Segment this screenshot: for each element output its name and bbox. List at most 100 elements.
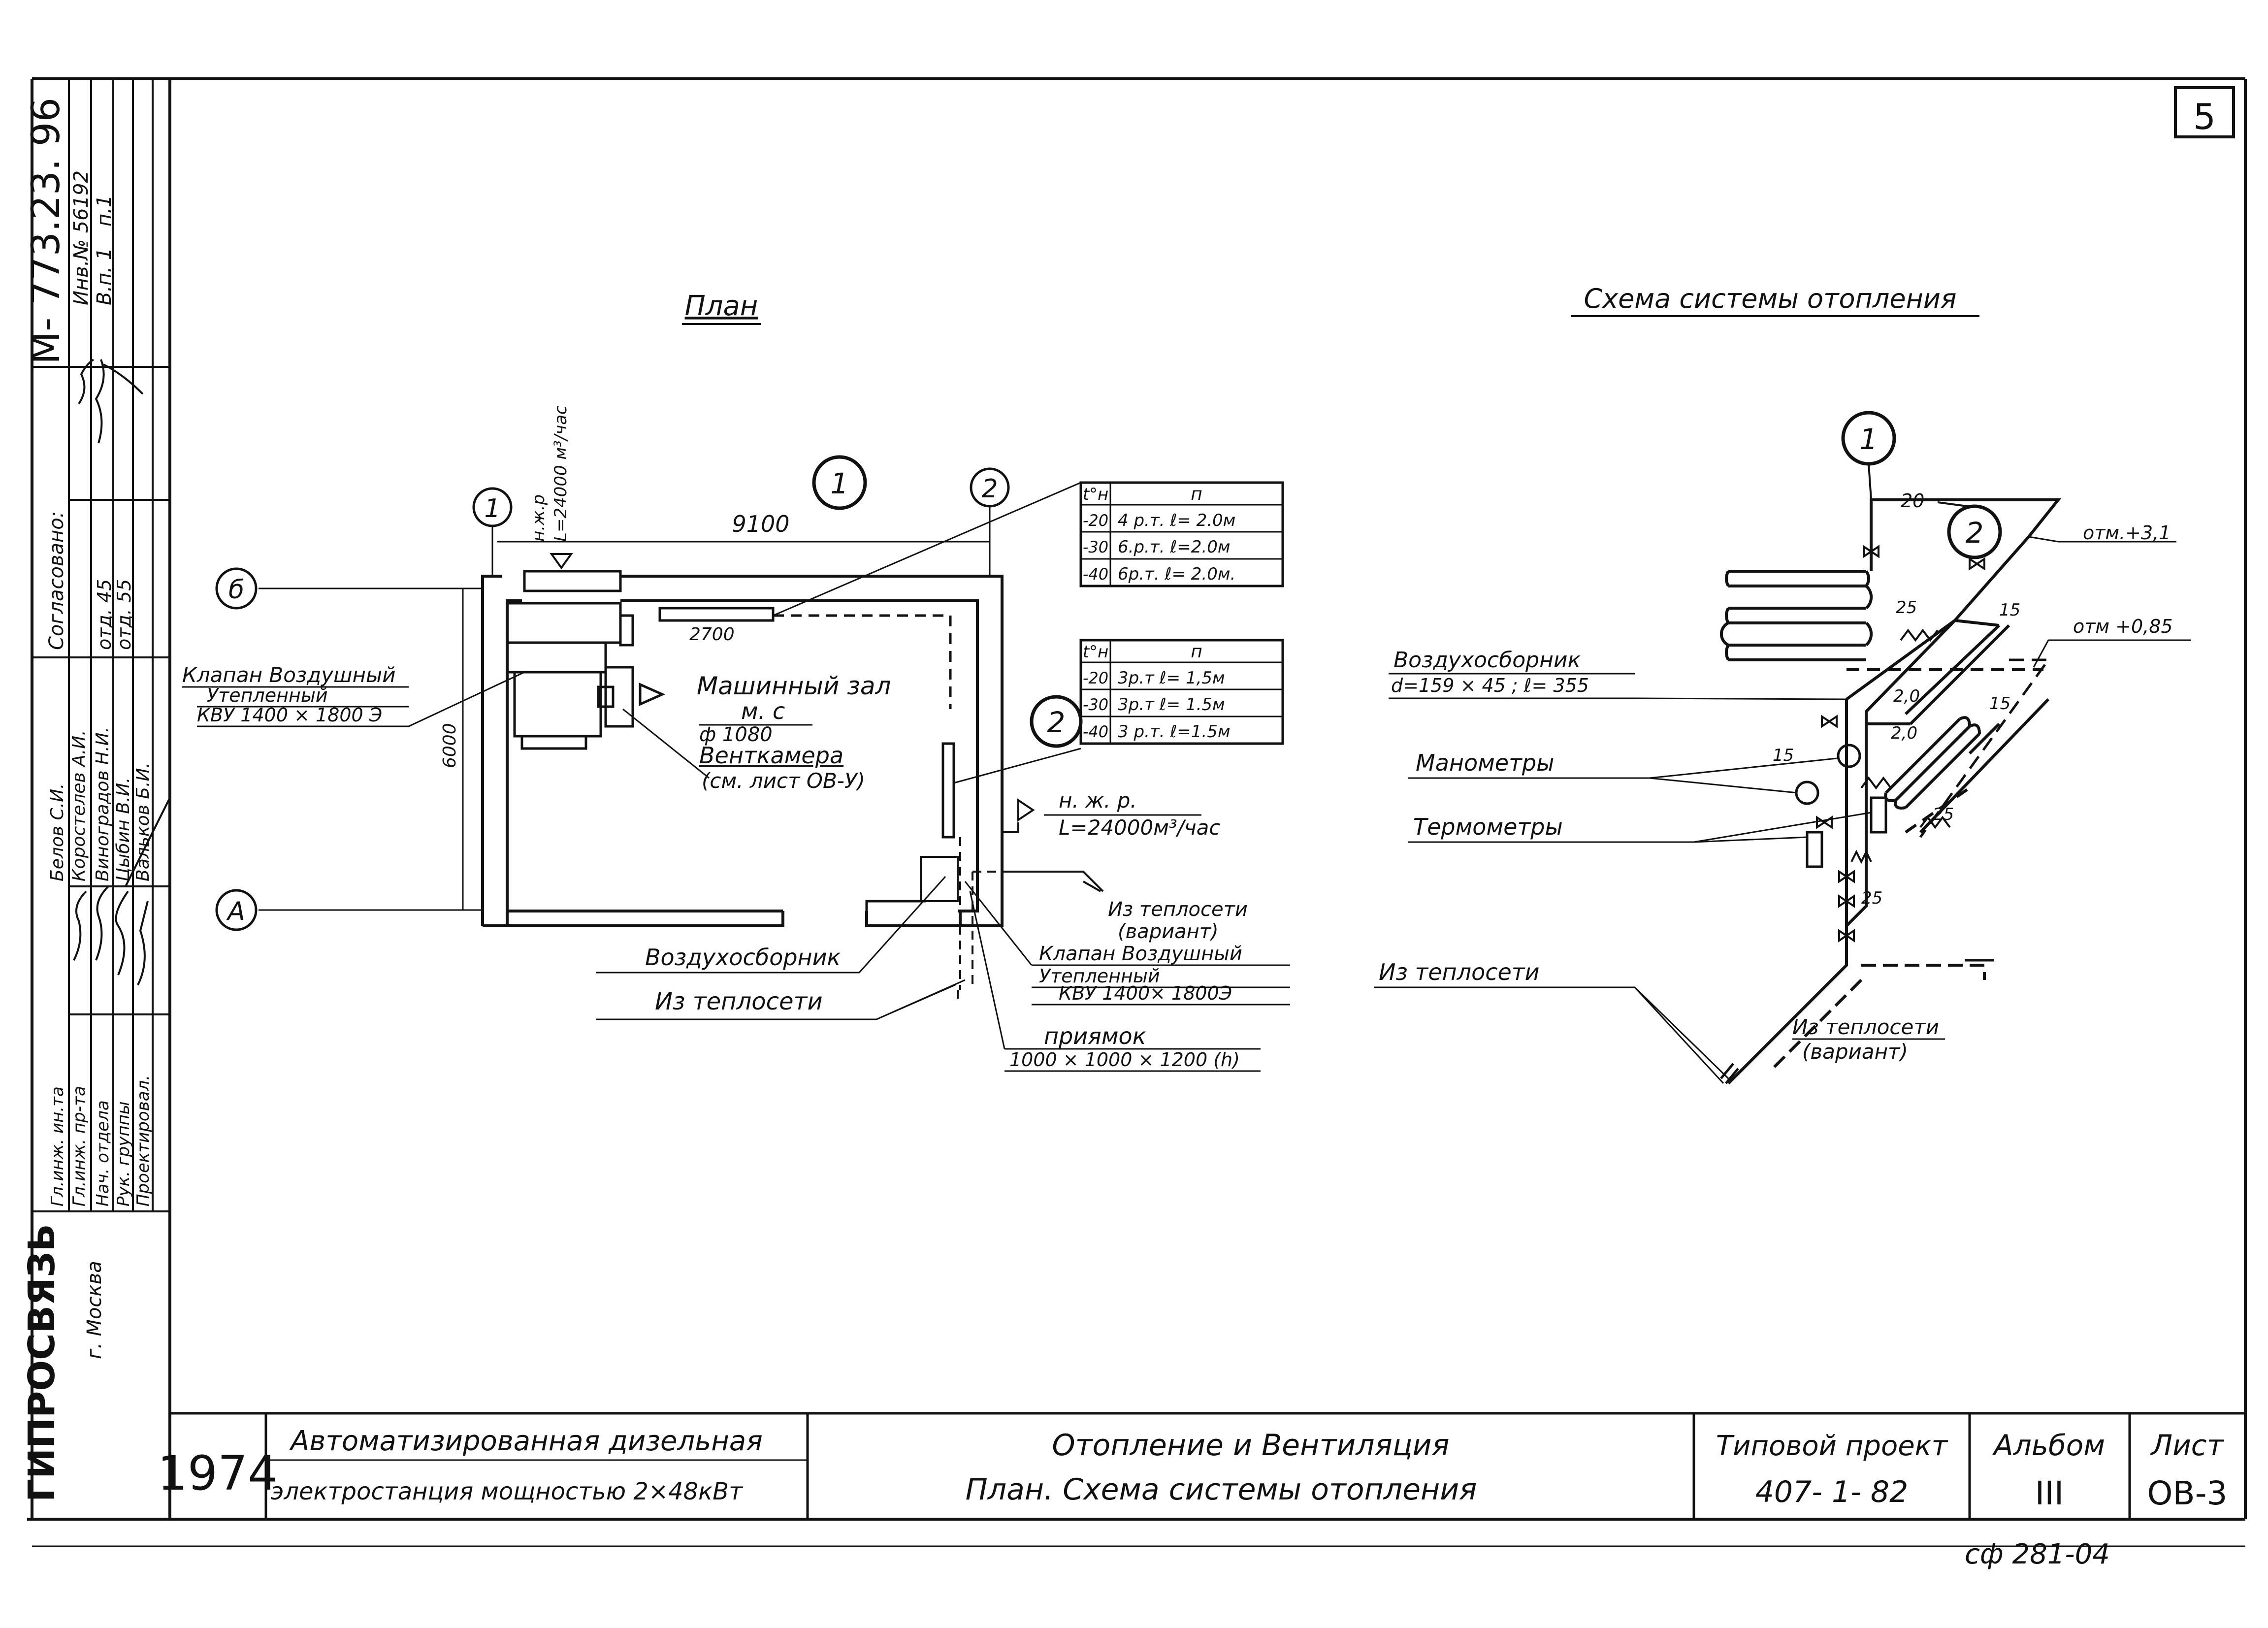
sheet-number-box: 5: [2174, 86, 2235, 138]
plan-air-collector: Воздухосборник: [645, 944, 841, 971]
dimension-height: 6000: [440, 723, 460, 768]
title-block: 1974 Автоматизированная дизельная электр…: [158, 1412, 2245, 1519]
size-15-b: 15: [1773, 746, 1794, 765]
plan-network-variant-1: Из теплосети: [1108, 898, 1248, 921]
table1-row3-temp: -40: [1083, 565, 1108, 584]
air-flow-top: L=24000 м³/час: [551, 405, 571, 542]
scheme-from-network: Из теплосети: [1379, 959, 1540, 985]
size-2-0-b: 2,0: [1891, 723, 1917, 743]
manometer-1: [1837, 744, 1861, 768]
plan-network-variant-2: (вариант): [1118, 920, 1219, 943]
pit-label: приямок: [1044, 1023, 1146, 1049]
heater-table-2: t°н п -20 3р.т ℓ= 1,5м -30 3р.т ℓ= 1.5м …: [953, 639, 1284, 784]
scheme-unit-number: 1: [1860, 423, 1878, 456]
vp-label: В.п. 1: [93, 248, 116, 305]
size-15-c: 15: [1989, 694, 2010, 714]
scheme-heater-number: 2: [1966, 516, 1984, 550]
pl-label: п.1: [93, 195, 116, 227]
scheme-title: Схема системы отопления: [1584, 283, 1956, 314]
role-chief-engineer-institute: Гл.инж. ин.та: [48, 1086, 67, 1206]
inventory-number: Инв.№ 56192: [70, 170, 93, 305]
air-flow-right: L=24000м³/час: [1059, 815, 1221, 840]
size-15-a: 15: [1999, 600, 2020, 620]
city-label: г. Москва: [83, 1261, 106, 1359]
plan-valve-left-line3: КВУ 1400 × 1800 Э: [197, 704, 382, 726]
size-25-b: 25: [1933, 805, 1954, 824]
pipe-size-20: 20: [1901, 490, 1924, 512]
organization-name: ГИПРОСВЯЗЬ: [21, 1224, 63, 1502]
plan-heater-1: [658, 607, 775, 622]
project-number: 407- 1- 82: [1755, 1475, 1909, 1509]
plan-title: План: [685, 290, 758, 322]
plan-valve-right-line1: Клапан Воздушный: [1039, 943, 1242, 965]
dimension-pipe: 2700: [689, 624, 735, 645]
elevation-plus-0-85: отм +0,85: [2073, 616, 2173, 637]
table2-row3-temp: -40: [1083, 722, 1108, 741]
name-vinogradov: Виноградов Н.И.: [93, 727, 113, 881]
role-dept-head: Нач. отдела: [93, 1100, 113, 1206]
register-heater: [1719, 570, 1873, 661]
sheet-number: 5: [2193, 96, 2216, 137]
manometer-2: [1795, 781, 1819, 805]
network-variant-pipe: [1771, 964, 1986, 1070]
drawing-title-line1: Отопление и Вентиляция: [1052, 1428, 1449, 1463]
pipe-break-marks: [1850, 628, 1951, 864]
network-pipes: [957, 837, 1004, 1005]
axis-1: 1: [484, 494, 500, 523]
sheet-code: ОВ-3: [2147, 1474, 2227, 1512]
document-code: М- 773.23. 96: [24, 98, 68, 364]
role-group-head: Рук. группы: [114, 1101, 133, 1206]
elevation-plus-3-1: отм.+3,1: [2083, 522, 2171, 544]
air-collector-plan: [920, 856, 959, 902]
table2-row1-value: 3р.т ℓ= 1,5м: [1118, 668, 1225, 688]
sheet-label: Лист: [2150, 1429, 2225, 1462]
air-intake-top-marker: [550, 553, 573, 570]
ms-label: м. с: [741, 698, 785, 724]
name-tsybin: Цыбин В.И.: [113, 778, 133, 881]
table2-header-temp: t°н: [1083, 642, 1109, 662]
scheme-air-collector: Воздухосборник: [1393, 648, 1581, 673]
plan-unit-number: 1: [831, 467, 849, 500]
year: 1974: [158, 1446, 278, 1501]
table2-row2-temp: -30: [1083, 695, 1108, 714]
dimension-width: 9100: [732, 511, 789, 537]
name-korostelev: Коростелев А.И.: [69, 730, 89, 881]
agreed-label: Согласовано:: [45, 511, 68, 650]
axis-markers: 1 2 б А 1 2: [215, 455, 1083, 931]
diameter-label: ф 1080: [699, 723, 773, 746]
plan-valve-right-line3: КВУ 1400× 1800Э: [1059, 982, 1232, 1004]
size-25-c: 25: [1861, 888, 1882, 908]
scheme-network-variant-2: (вариант): [1802, 1040, 1908, 1064]
supply-pipe-dashed: [773, 614, 952, 709]
plan-heater-2: [941, 742, 955, 839]
table1-row2-temp: -30: [1083, 538, 1108, 556]
role-chief-engineer-project: Гл.инж. пр-та: [69, 1086, 89, 1206]
thermometer-2: [1870, 796, 1887, 834]
axis-b: б: [228, 575, 244, 605]
plan-view: План 1 2 б А: [182, 290, 1290, 1072]
axis-2: 2: [981, 474, 998, 504]
role-designer: Проектировал.: [133, 1075, 153, 1206]
ventilation-unit: [506, 570, 666, 750]
table1-row1-temp: -20: [1083, 511, 1108, 530]
heater-table-1: t°н п -20 4 р.т. ℓ= 2.0м -30 6.р.т. ℓ=2.…: [773, 481, 1284, 617]
thermometers-label: Термометры: [1413, 814, 1563, 840]
object-title-line1: Автоматизированная дизельная: [289, 1425, 763, 1457]
dept-55: отд. 55: [113, 579, 135, 650]
name-valkov: Вальков Б.И.: [133, 762, 153, 881]
signatures: [73, 358, 171, 985]
plan-valve-left-line1: Клапан Воздушный: [182, 663, 396, 687]
plan-valve-right-line2: Утепленный: [1039, 965, 1160, 987]
ventkamera-label: Венткамера: [699, 742, 843, 769]
size-2-0-a: 2,0: [1893, 686, 1920, 706]
table2-row3-value: 3 р.т. ℓ=1.5м: [1118, 722, 1231, 742]
footer-code: сф 281-04: [1965, 1538, 2110, 1570]
table2-row1-temp: -20: [1083, 669, 1108, 687]
air-intake-top: н.ж.р: [529, 494, 549, 542]
riser-pipes: [1727, 498, 2062, 1085]
ventkamera-ref: (см. лист ОВ-У): [702, 769, 865, 793]
return-pipe-dashed: [1847, 668, 2043, 834]
plan-from-network: Из теплосети: [655, 988, 823, 1015]
left-approval-strip: М- 773.23. 96 Инв.№ 56192 В.п. 1 п.1 Сог…: [21, 79, 171, 1502]
